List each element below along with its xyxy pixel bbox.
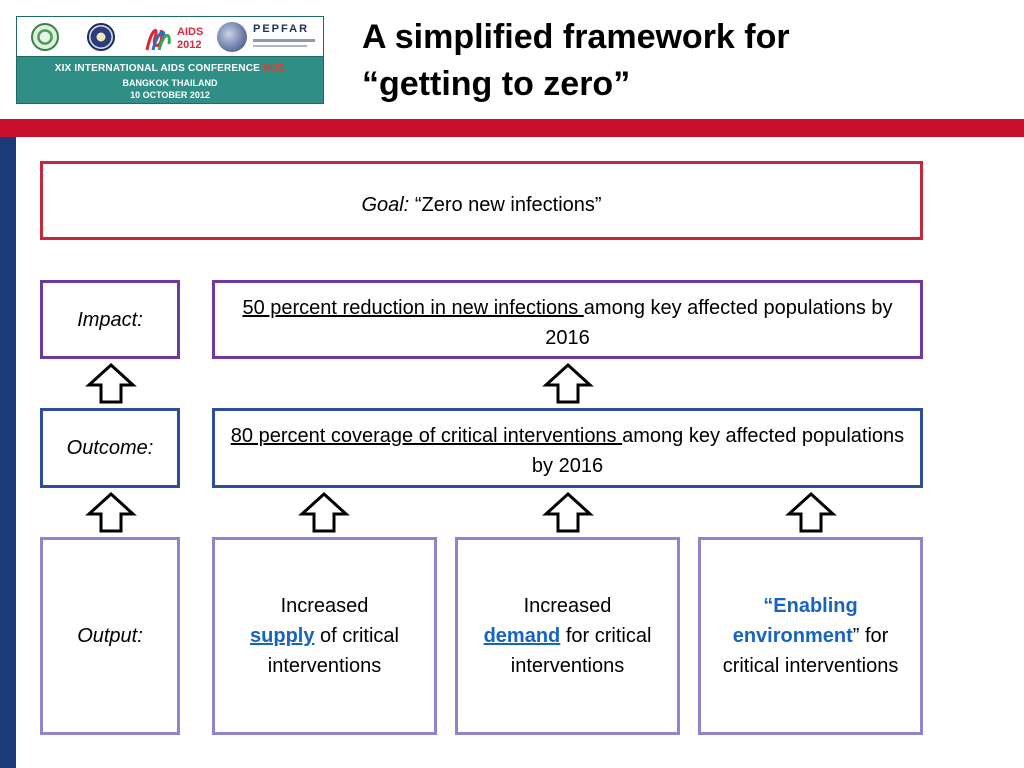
slide-title-line-1: A simplified framework for: [362, 18, 790, 56]
impact-label: Impact:: [77, 308, 143, 331]
demand-highlight: demand: [483, 625, 561, 647]
goal-statement: Goal: “Zero new infections”: [43, 190, 920, 220]
blue-side-bar: [0, 137, 16, 768]
aids-logo-text-1: AIDS: [177, 26, 203, 38]
red-header-bar: [0, 119, 1024, 137]
government-seal-icon: [31, 23, 59, 51]
impact-statement: 50 percent reduction in new infections a…: [215, 293, 920, 353]
output-demand-text: Increased demand for critical interventi…: [458, 591, 677, 681]
supply-highlight: supply: [250, 625, 315, 647]
up-arrow-outline-icon: [542, 491, 594, 533]
conference-name: XIX INTERNATIONAL AIDS CONFERENCE HUB: [17, 63, 323, 74]
impact-target: 50 percent reduction in new infections: [242, 297, 584, 319]
impact-box: 50 percent reduction in new infections a…: [212, 280, 923, 359]
impact-label-box: Impact:: [40, 280, 180, 359]
goal-text: “Zero new infections”: [414, 194, 602, 216]
conference-banner: AIDS 2012 PEPFAR XIX INTERNATIONAL AIDS …: [16, 16, 324, 104]
impact-scope: among key affected populations by 2016: [545, 297, 893, 349]
output-environment-box: “Enabling environment” for critical inte…: [698, 537, 923, 735]
us-state-department-seal-icon: [87, 23, 115, 51]
pepfar-globe-icon: [217, 22, 247, 52]
outcome-statement: 80 percent coverage of critical interven…: [215, 421, 920, 481]
outcome-label-box: Outcome:: [40, 408, 180, 488]
output-demand-box: Increased demand for critical interventi…: [455, 537, 680, 735]
conference-prefix: XIX INTERNATIONAL AIDS CONFERENCE: [54, 63, 261, 74]
aids-logo-text-2: 2012: [177, 39, 201, 51]
outcome-label: Outcome:: [66, 437, 154, 459]
supply-suffix: of critical interventions: [267, 625, 399, 677]
up-arrow-outline-icon: [85, 362, 137, 404]
up-arrow-outline-icon: [298, 491, 350, 533]
demand-suffix: for critical interventions: [510, 625, 652, 677]
outcome-box: 80 percent coverage of critical interven…: [212, 408, 923, 488]
goal-label: Goal:: [361, 194, 410, 216]
slide-title: A simplified framework for “getting to z…: [362, 14, 922, 108]
slide-title-line-2: “getting to zero”: [362, 65, 631, 103]
environment-suffix: ” for critical interventions: [722, 625, 899, 677]
output-label: Output:: [77, 625, 143, 647]
output-label-box: Output:: [40, 537, 180, 735]
supply-prefix: Increased: [280, 595, 369, 617]
conference-date: 10 OCTOBER 2012: [130, 90, 210, 100]
conference-location: BANGKOK THAILAND: [122, 78, 218, 88]
pepfar-tagline-mark-2: [253, 45, 307, 47]
output-environment-text: “Enabling environment” for critical inte…: [701, 591, 920, 681]
banner-logo-strip: AIDS 2012 PEPFAR: [17, 17, 323, 57]
output-supply-box: Increased supply of critical interventio…: [212, 537, 437, 735]
output-supply-text: Increased supply of critical interventio…: [215, 591, 434, 681]
pepfar-logo: PEPFAR: [253, 23, 310, 35]
aids-2012-ribbon-logo: AIDS 2012: [145, 26, 203, 51]
conference-hub: HUB: [263, 63, 286, 74]
demand-prefix: Increased: [523, 595, 612, 617]
up-arrow-outline-icon: [542, 362, 594, 404]
goal-box: Goal: “Zero new infections”: [40, 161, 923, 240]
environment-highlight: “Enabling environment: [732, 595, 858, 647]
up-arrow-outline-icon: [785, 491, 837, 533]
up-arrow-outline-icon: [85, 491, 137, 533]
outcome-scope: among key affected populations by 2016: [531, 425, 905, 477]
pepfar-tagline-mark: [253, 39, 315, 42]
outcome-target: 80 percent coverage of critical interven…: [230, 425, 623, 447]
